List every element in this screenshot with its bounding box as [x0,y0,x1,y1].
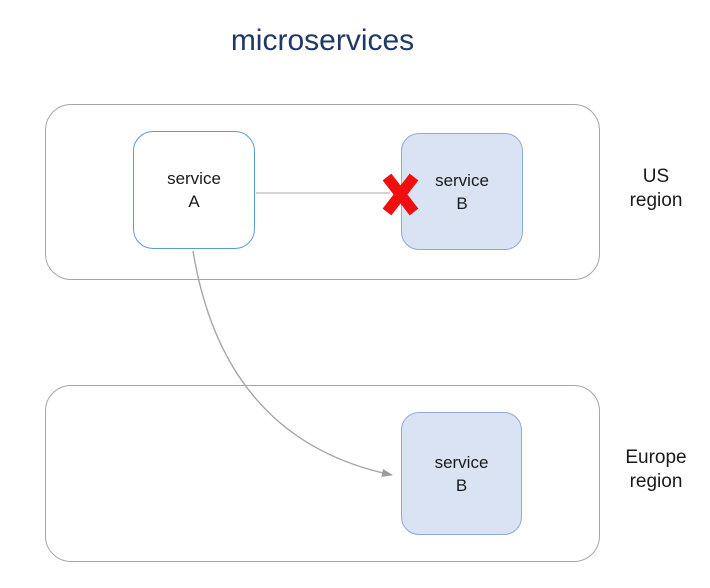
region-us-label-line1: US [642,166,670,187]
node-service-b-us: service B [401,133,523,250]
node-service-a-label-line1: service [167,169,221,188]
node-service-b-us-label-line1: service [435,170,489,190]
region-us-label-line2: region [629,190,683,211]
node-service-a: service A [133,131,255,249]
node-service-b-us-label-line2: B [456,193,468,213]
node-service-b-europe: service B [401,412,522,535]
node-service-a-label-line2: A [188,192,200,211]
node-service-b-europe-label-line1: service [434,452,489,472]
diagram-title: microservices [230,24,415,57]
node-service-b-europe-label-line2: B [455,475,468,495]
region-europe-label-line2: region [629,471,683,492]
region-us-label: US region [604,165,708,213]
region-europe-label-line1: Europe [625,447,687,468]
region-europe-label: Europe region [604,446,708,494]
